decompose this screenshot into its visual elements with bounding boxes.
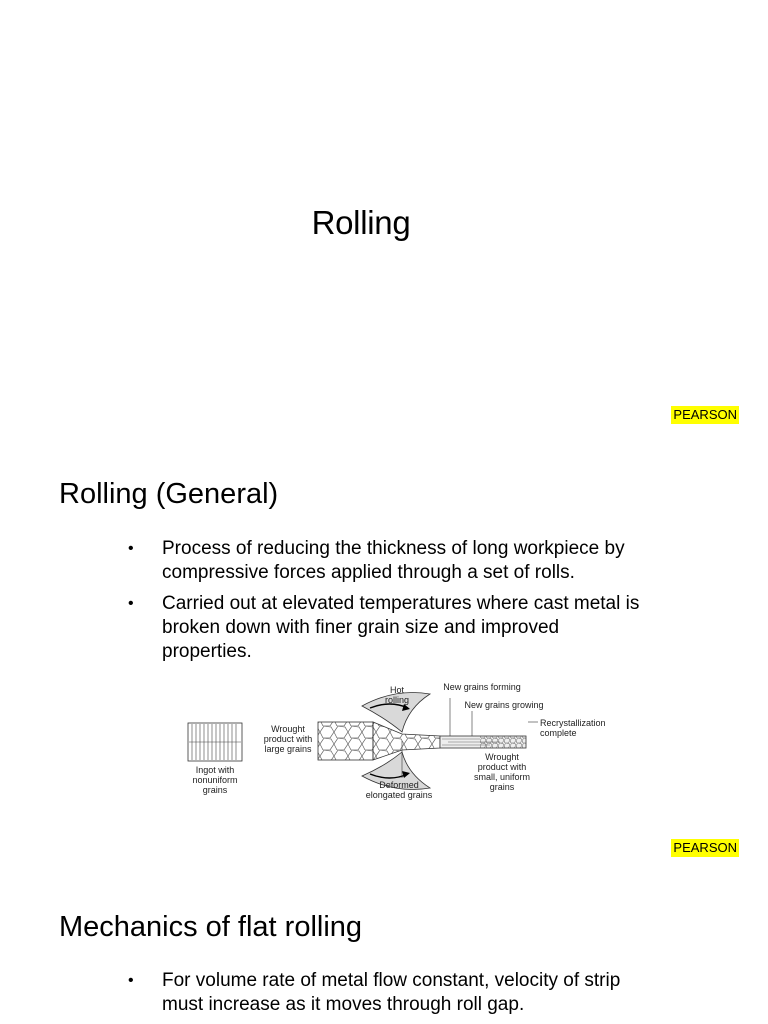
slide-heading-rolling-general: Rolling (General) <box>59 478 279 510</box>
slide-heading-mechanics: Mechanics of flat rolling <box>59 911 363 943</box>
bullet-item: • For volume rate of metal flow constant,… <box>128 969 648 1017</box>
bullet-list: • Process of reducing the thickness of lo… <box>128 537 648 671</box>
bullet-icon: • <box>128 595 134 612</box>
pearson-watermark: PEARSON <box>671 406 739 424</box>
bullet-item: • Carried out at elevated temperatures wh… <box>128 592 648 664</box>
bullet-icon: • <box>128 540 134 557</box>
bullet-list: • For volume rate of metal flow constant,… <box>128 969 648 1024</box>
deformation-zone <box>372 721 441 761</box>
ingot-block <box>187 722 243 762</box>
pearson-watermark: PEARSON <box>671 839 739 857</box>
bullet-text: Process of reducing the thickness of lon… <box>162 538 625 583</box>
bullet-item: • Process of reducing the thickness of lo… <box>128 537 648 585</box>
recrystallizing-grains <box>480 736 526 748</box>
bullet-text: Carried out at elevated temperatures whe… <box>162 593 640 662</box>
new-grains-growing-label: New grains growing <box>464 700 543 710</box>
slide-title: Rolling <box>311 204 411 241</box>
bullet-icon: • <box>128 972 134 989</box>
large-grain-block <box>317 721 374 761</box>
lower-roll <box>361 751 432 790</box>
upper-roll <box>361 692 432 733</box>
bullet-text: For volume rate of metal flow constant, … <box>162 970 621 1015</box>
new-grains-forming-label: New grains forming <box>443 682 521 692</box>
